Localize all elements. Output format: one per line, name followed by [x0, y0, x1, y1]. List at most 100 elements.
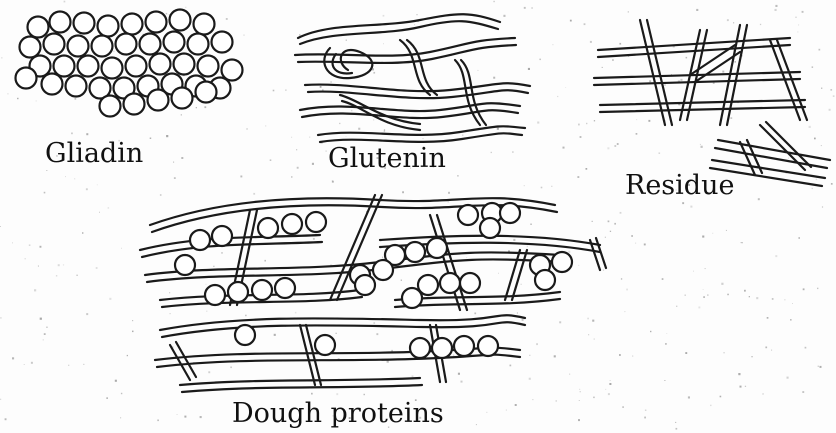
noise-speck — [578, 419, 580, 421]
noise-speck — [0, 399, 1, 400]
noise-speck — [173, 162, 174, 163]
noise-speck — [512, 151, 514, 153]
noise-speck — [46, 327, 47, 328]
gliadin-globule — [212, 32, 233, 53]
gliadin-globule — [50, 12, 71, 33]
noise-speck — [181, 157, 183, 159]
noise-speck — [58, 264, 60, 266]
gliadin-globule — [174, 54, 195, 75]
noise-speck — [758, 198, 760, 200]
noise-speck — [586, 168, 588, 170]
gliadin-globule — [124, 94, 145, 115]
noise-speck — [557, 96, 558, 97]
gliadin-globule — [172, 88, 193, 109]
noise-speck — [56, 275, 57, 276]
noise-speck — [590, 41, 592, 43]
noise-speck — [749, 296, 750, 297]
noise-speck — [816, 179, 818, 181]
noise-speck — [821, 145, 822, 146]
noise-speck — [311, 393, 313, 395]
noise-speck — [798, 25, 799, 26]
noise-speck — [243, 35, 244, 36]
noise-speck — [453, 355, 454, 356]
gliadin-globule — [68, 36, 89, 57]
dough-globule — [306, 212, 326, 232]
noise-speck — [559, 321, 561, 323]
noise-speck — [295, 312, 297, 314]
dough-globule — [500, 203, 520, 223]
noise-speck — [751, 356, 752, 357]
noise-speck — [206, 311, 207, 312]
noise-speck — [477, 70, 478, 71]
noise-speck — [8, 93, 9, 94]
noise-speck — [720, 396, 722, 398]
noise-speck — [274, 334, 276, 336]
dough-globule — [405, 242, 425, 262]
noise-speck — [376, 333, 378, 335]
gliadin-globule — [102, 58, 123, 79]
noise-speck — [206, 284, 207, 285]
noise-speck — [71, 133, 73, 135]
noise-speck — [36, 100, 37, 101]
noise-speck — [524, 185, 525, 186]
noise-speck — [541, 187, 543, 189]
noise-speck — [461, 381, 463, 383]
noise-speck — [738, 373, 740, 375]
noise-speck — [0, 226, 1, 227]
noise-speck — [174, 177, 176, 179]
noise-speck — [796, 17, 797, 18]
noise-speck — [417, 14, 418, 15]
gliadin-globule — [78, 56, 99, 77]
noise-speck — [700, 144, 701, 145]
noise-speck — [82, 232, 83, 233]
noise-speck — [775, 255, 777, 257]
dough-globule — [454, 336, 474, 356]
noise-speck — [402, 191, 404, 193]
noise-speck — [675, 422, 676, 423]
noise-speck — [510, 365, 512, 367]
noise-speck — [803, 288, 805, 290]
noise-speck — [784, 299, 785, 300]
noise-speck — [608, 221, 610, 223]
noise-speck — [522, 319, 524, 321]
noise-speck — [312, 163, 314, 165]
noise-speck — [584, 23, 586, 25]
noise-speck — [226, 18, 228, 20]
noise-speck — [594, 120, 595, 121]
noise-speck — [221, 252, 222, 253]
gliadin-globule — [116, 34, 137, 55]
noise-speck — [351, 110, 353, 112]
noise-speck — [665, 343, 667, 345]
gliadin-globule — [28, 17, 49, 38]
noise-speck — [703, 296, 705, 298]
noise-speck — [127, 355, 128, 356]
gliadin-globule — [188, 34, 209, 55]
noise-speck — [86, 188, 88, 190]
noise-speck — [448, 192, 450, 194]
noise-speck — [74, 178, 75, 179]
noise-speck — [313, 238, 315, 240]
noise-speck — [696, 9, 698, 11]
dough-globule — [205, 285, 225, 305]
noise-speck — [586, 123, 587, 124]
noise-speck — [506, 410, 507, 411]
noise-speck — [767, 317, 769, 319]
noise-speck — [775, 9, 777, 11]
noise-speck — [0, 317, 1, 318]
noise-speck — [822, 206, 823, 207]
noise-speck — [676, 428, 678, 430]
noise-speck — [603, 270, 604, 271]
noise-speck — [213, 266, 214, 267]
noise-speck — [636, 133, 638, 135]
noise-speck — [264, 260, 266, 262]
noise-speck — [551, 186, 552, 187]
noise-speck — [742, 242, 743, 243]
noise-speck — [291, 137, 292, 138]
noise-speck — [521, 284, 522, 285]
noise-speck — [788, 158, 789, 159]
gliadin-globule — [198, 56, 219, 77]
noise-speck — [517, 313, 518, 314]
noise-speck — [245, 315, 247, 317]
noise-speck — [579, 389, 580, 390]
noise-speck — [635, 243, 636, 244]
